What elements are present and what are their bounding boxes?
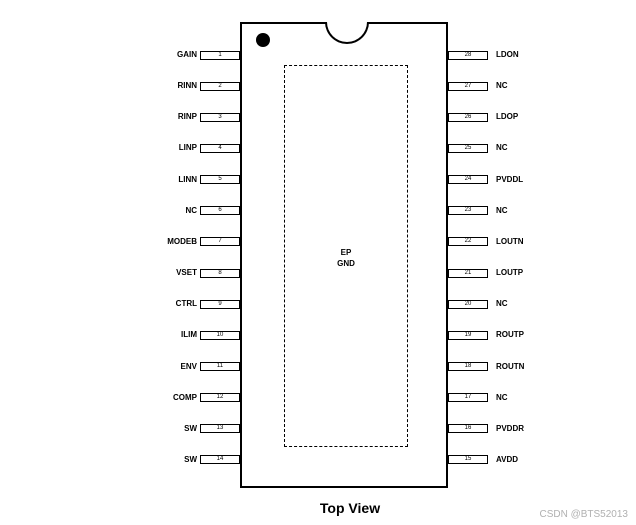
pin-name-label: SW	[184, 423, 197, 433]
pin-name-label: LOUTN	[496, 236, 524, 246]
pin-name-label: CTRL	[175, 299, 197, 309]
pin-name-label: RINN	[177, 81, 197, 91]
pin-name-label: NC	[496, 143, 508, 153]
pin-number-box: 6	[200, 206, 240, 216]
pin-number-box: 23	[448, 206, 488, 216]
pin-name-label: NC	[496, 299, 508, 309]
pin-number-box: 27	[448, 81, 488, 91]
pin-number-box: 1	[200, 50, 240, 60]
pin-name-label: LDOP	[496, 112, 519, 122]
pin-number-box: 24	[448, 175, 488, 185]
pin-name-label: MODEB	[167, 236, 197, 246]
pin-number-box: 18	[448, 362, 488, 371]
pin-number-box: 17	[448, 393, 488, 403]
pin-name-label: LDON	[496, 50, 519, 59]
pin-name-label: COMP	[173, 392, 197, 402]
pin-name-label: ENV	[180, 361, 197, 371]
exposed-pad-gnd-label: GND	[337, 259, 355, 268]
pin-number-box: 7	[200, 237, 240, 247]
pin-number-box: 4	[200, 143, 240, 153]
pin-name-label: RINP	[177, 112, 197, 122]
pin-number-box: 14	[200, 455, 240, 465]
pin-name-label: LOUTP	[496, 268, 524, 278]
pin-number-box: 21	[448, 268, 488, 278]
pin-name-label: SW	[184, 454, 197, 464]
pin-number-box: 3	[200, 112, 240, 122]
pin-number-box: 25	[448, 143, 488, 153]
pin-name-label: PVDDR	[496, 423, 525, 433]
pin-name-label: ROUTN	[496, 361, 525, 371]
pin-number-box: 28	[448, 50, 488, 60]
pin-number-box: 16	[448, 424, 488, 434]
pin-name-label: AVDD	[496, 454, 519, 464]
pin-name-label: GAIN	[177, 50, 197, 59]
watermark: CSDN @BTS52013	[539, 509, 628, 520]
pin-number-box: 20	[448, 299, 488, 309]
pin-name-label: ROUTP	[496, 330, 524, 340]
pin-number-box: 2	[200, 81, 240, 91]
pin-name-label: NC	[496, 81, 508, 91]
pin1-dot-marker	[256, 33, 270, 47]
pin-name-label: ILIM	[181, 330, 197, 340]
view-label: Top View	[319, 500, 381, 516]
pin-number-box: 10	[200, 330, 240, 340]
pin-name-label: NC	[496, 205, 508, 215]
pin-number-box: 13	[200, 424, 240, 434]
pin1-notch	[325, 22, 369, 44]
pin-name-label: NC	[185, 205, 197, 215]
pin-number-box: 22	[448, 237, 488, 247]
pin-number-box: 12	[200, 393, 240, 403]
exposed-pad-label: EP	[340, 248, 352, 257]
pin-number-box: 26	[448, 112, 488, 122]
pin-name-label: LINP	[178, 143, 197, 153]
pin-number-box: 19	[448, 330, 488, 340]
pin-name-label: PVDDL	[496, 174, 524, 184]
pin-number-box: 8	[200, 268, 240, 278]
exposed-pad: EP GND	[284, 65, 408, 447]
pin-name-label: LINN	[178, 174, 197, 184]
pin-number-box: 15	[448, 455, 488, 465]
pin-name-label: VSET	[176, 268, 197, 278]
ic-package-outline: EP GND	[240, 22, 448, 488]
pin-number-box: 5	[200, 175, 240, 185]
pin-number-box: 9	[200, 299, 240, 309]
pin-name-label: NC	[496, 392, 508, 402]
pin-number-box: 11	[200, 362, 240, 371]
